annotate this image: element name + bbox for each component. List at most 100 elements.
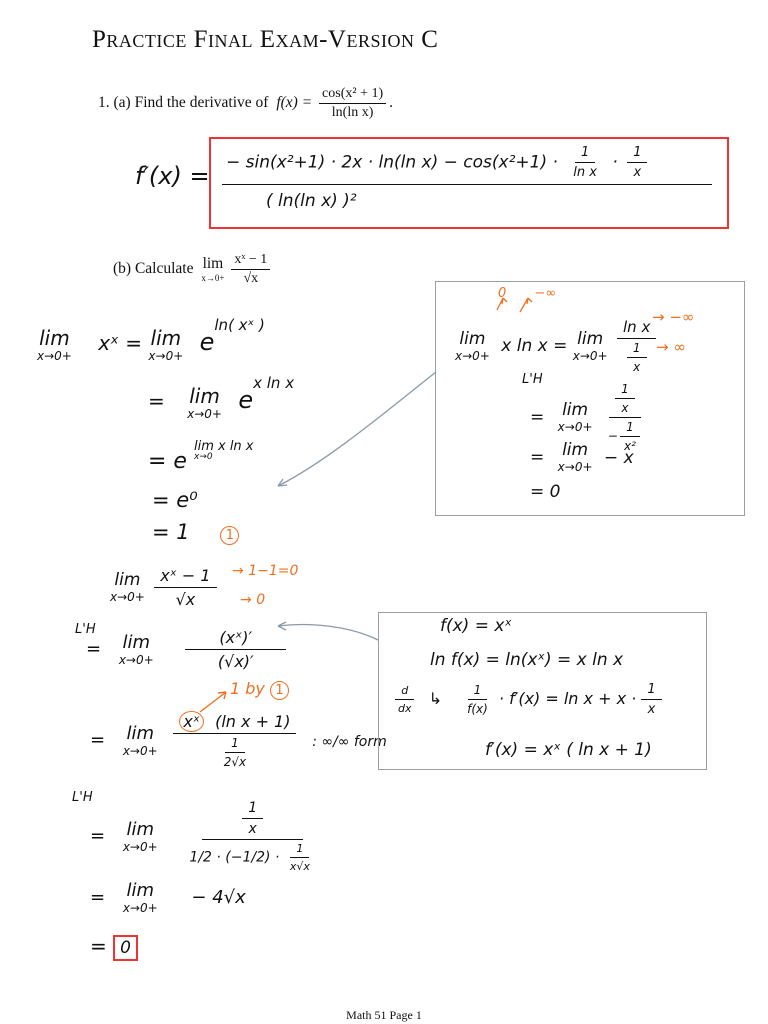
exponent-text: lim x ln x	[193, 439, 254, 454]
arrowhead-icon	[277, 621, 287, 631]
frac-numerator: xˣ (ln x + 1)	[173, 711, 297, 734]
lim-subscript: x→0+	[148, 348, 184, 363]
lower-line-6: = 0	[90, 934, 138, 961]
arrowhead-icon	[277, 478, 288, 487]
frac-numerator: (xˣ)′	[185, 628, 287, 650]
answer-1a-num-frac2: 1 x	[627, 145, 648, 180]
expr: xˣ =	[98, 331, 143, 355]
lim-text: lim	[126, 880, 155, 901]
frac-denominator: x	[248, 821, 257, 837]
equals: =	[148, 389, 165, 413]
lower-note-b: → 0	[240, 592, 266, 608]
answer-1a-fraction: − sin(x²+1) · 2x · ln(ln x) − cos(x²+1) …	[222, 143, 712, 211]
frac-numerator: 1	[627, 145, 648, 163]
e-base: e	[199, 328, 215, 356]
frac-numerator: xˣ − 1	[231, 252, 271, 270]
side-box-2-line-2: ln f(x) = ln(xˣ) = x ln x	[430, 650, 624, 670]
frac-numerator: 1	[290, 842, 310, 858]
arrow-box2-to-work	[277, 623, 379, 641]
lower-lh-2: L'H	[72, 790, 93, 805]
dot-operator: ·	[612, 152, 618, 173]
frac-denominator: x	[621, 401, 629, 415]
lim-text: lim	[126, 818, 155, 840]
equals: =	[90, 887, 106, 908]
answer-1a-num-text: − sin(x²+1) · 2x · ln(ln x) − cos(x²+1) …	[226, 152, 558, 173]
side-box-1-note-a: → −∞	[652, 308, 695, 326]
frac-numerator: 1	[575, 145, 596, 163]
note-neg-inf: −∞	[534, 286, 557, 301]
note-text: 1−1=0	[248, 563, 299, 579]
frac-numerator: 1	[467, 683, 488, 700]
indeterminate-form: : ∞/∞ form	[312, 733, 387, 750]
note-zero: 0	[498, 286, 507, 301]
frac-numerator: 1	[641, 682, 662, 700]
lim-text: lim	[562, 440, 589, 460]
lower-note-by-1: 1 by 1	[230, 679, 289, 700]
circled-term: xˣ	[179, 711, 204, 732]
lim-subscript: x→0+	[201, 272, 225, 283]
exponent: x ln x	[253, 374, 295, 392]
frac-numerator: xˣ − 1	[154, 566, 217, 588]
frac-numerator: 1	[225, 736, 245, 753]
side-box-1-note-b: → ∞	[656, 338, 686, 356]
frac-denominator: √x	[175, 590, 196, 609]
equals: =	[530, 447, 545, 468]
num-rest: (ln x + 1)	[215, 712, 291, 731]
answer-1a-num-frac1: 1 ln x	[567, 145, 603, 180]
equals: =	[90, 729, 106, 751]
lim-text: lim	[150, 325, 182, 350]
frac-denominator: (√x)′	[217, 652, 254, 671]
problem-1b-label: (b) Calculate	[113, 260, 194, 278]
expr: − x	[603, 447, 634, 468]
equals: =	[86, 638, 102, 660]
expr: x ln x =	[501, 336, 568, 356]
frac-denominator: x√x	[289, 860, 310, 873]
side-box-1-arrow-notes: 0 −∞	[498, 286, 556, 301]
side-box-1-lh: L'H	[522, 372, 543, 387]
lim-text: lim	[562, 400, 589, 420]
frac-numerator: 1	[615, 382, 635, 399]
problem-1b-lim: lim x→0+	[201, 256, 224, 283]
lim-subscript: x→0+	[118, 652, 154, 667]
marker-1: 1	[220, 526, 240, 545]
lim-text: lim	[39, 325, 70, 350]
frac-numerator: ln x	[617, 318, 657, 339]
frac-denominator: f(x)	[467, 702, 488, 716]
problem-1a: 1. (a) Find the derivative of f(x) = cos…	[98, 86, 394, 120]
frac-denominator: x²	[623, 439, 636, 453]
orange-arrow-icon	[496, 297, 508, 311]
fraction: 1 f(x)	[461, 683, 494, 716]
frac-denominator: x	[647, 702, 656, 717]
lower-note-a: → 1−1=0	[232, 563, 299, 579]
side-box-2-line-4: f′(x) = xˣ ( ln x + 1)	[485, 740, 652, 760]
lim-text: lim	[126, 722, 155, 744]
expr: = e	[148, 449, 187, 474]
lim-subscript: x→0+	[122, 743, 158, 758]
answer-1a-denominator: ( ln(ln x) )²	[266, 191, 357, 211]
answer-1a-lhs: f′(x) =	[135, 162, 210, 190]
problem-1b: (b) Calculate lim x→0+ xˣ − 1 √x	[113, 252, 273, 287]
